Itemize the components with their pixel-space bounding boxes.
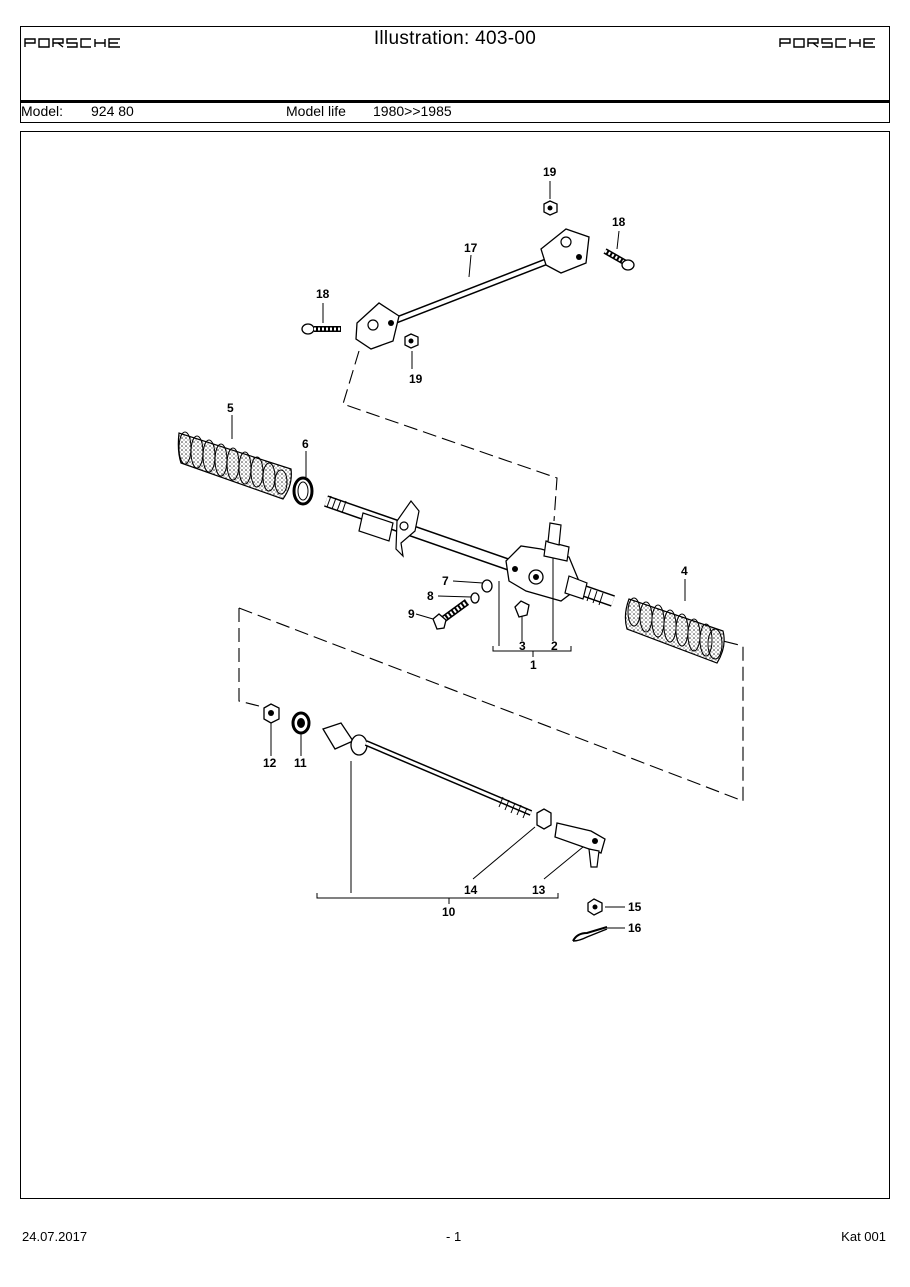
part-15-castle-nut [587, 898, 603, 916]
part-17-steering-shaft [355, 228, 590, 350]
part-19-nut-bottom [404, 333, 419, 349]
part-13-tie-rod-end [554, 822, 606, 868]
part-1-steering-rack [324, 495, 615, 607]
callout-8: 8 [427, 589, 434, 603]
part-10-tie-rod [322, 722, 533, 819]
callout-10: 10 [442, 905, 456, 919]
illustration-title: Illustration: 403-00 [373, 28, 537, 49]
part-12-nut [263, 703, 280, 724]
part-14-lock-nut [536, 808, 552, 830]
header-divider [21, 100, 889, 103]
model-life-label: Model life [286, 103, 346, 119]
model-life-value: 1980>>1985 [373, 103, 452, 119]
callout-19-bottom: 19 [409, 372, 423, 386]
part-16-cotter-pin [572, 926, 608, 942]
callout-3: 3 [519, 639, 526, 653]
part-9-bolt [432, 599, 470, 630]
leader-lines [231, 181, 686, 929]
steering-rack-diagram: 19 18 17 18 19 5 6 4 7 8 9 3 2 1 12 11 1… [177, 165, 744, 942]
callout-19-top: 19 [543, 165, 557, 179]
porsche-logo-left [24, 38, 120, 48]
part-7-washer [481, 579, 493, 593]
callout-6: 6 [302, 437, 309, 451]
callout-11: 11 [294, 756, 307, 770]
model-label: Model: [21, 103, 64, 119]
part-18-bolt-right [603, 248, 635, 271]
header-box: Illustration: 403-00 Model: 924 80 Model… [20, 26, 890, 123]
part-8-washer [470, 592, 480, 604]
part-4-boot-right [624, 597, 725, 664]
footer-date: 24.07.2017 [22, 1229, 88, 1244]
part-6-clamp [292, 476, 314, 506]
model-value: 924 80 [91, 103, 134, 119]
part-19-nut-top [543, 200, 558, 216]
callout-5: 5 [227, 401, 234, 415]
callout-2: 2 [551, 639, 558, 653]
callout-18-right: 18 [612, 215, 626, 229]
porsche-logo-right [779, 38, 875, 48]
callout-16: 16 [628, 921, 642, 935]
part-11-bushing [291, 711, 311, 735]
callout-9: 9 [408, 607, 415, 621]
callout-12: 12 [263, 756, 277, 770]
footer-page-number: - 1 [446, 1229, 462, 1244]
callout-labels: 19 18 17 18 19 5 6 4 7 8 9 3 2 1 12 11 1… [227, 165, 688, 935]
callout-14: 14 [464, 883, 478, 897]
callout-4: 4 [681, 564, 688, 578]
callout-1: 1 [530, 658, 537, 672]
part-18-bolt-left [301, 323, 341, 335]
callout-7: 7 [442, 574, 449, 588]
callout-18-left: 18 [316, 287, 330, 301]
callout-13: 13 [532, 883, 546, 897]
callout-15: 15 [628, 900, 642, 914]
part-5-boot-left [177, 431, 292, 500]
illustration-frame: 19 18 17 18 19 5 6 4 7 8 9 3 2 1 12 11 1… [20, 131, 890, 1199]
part-3-plug [514, 600, 530, 618]
footer-catalog: Kat 001 [841, 1229, 886, 1244]
callout-17: 17 [464, 241, 478, 255]
dashed-connectors [238, 350, 744, 802]
